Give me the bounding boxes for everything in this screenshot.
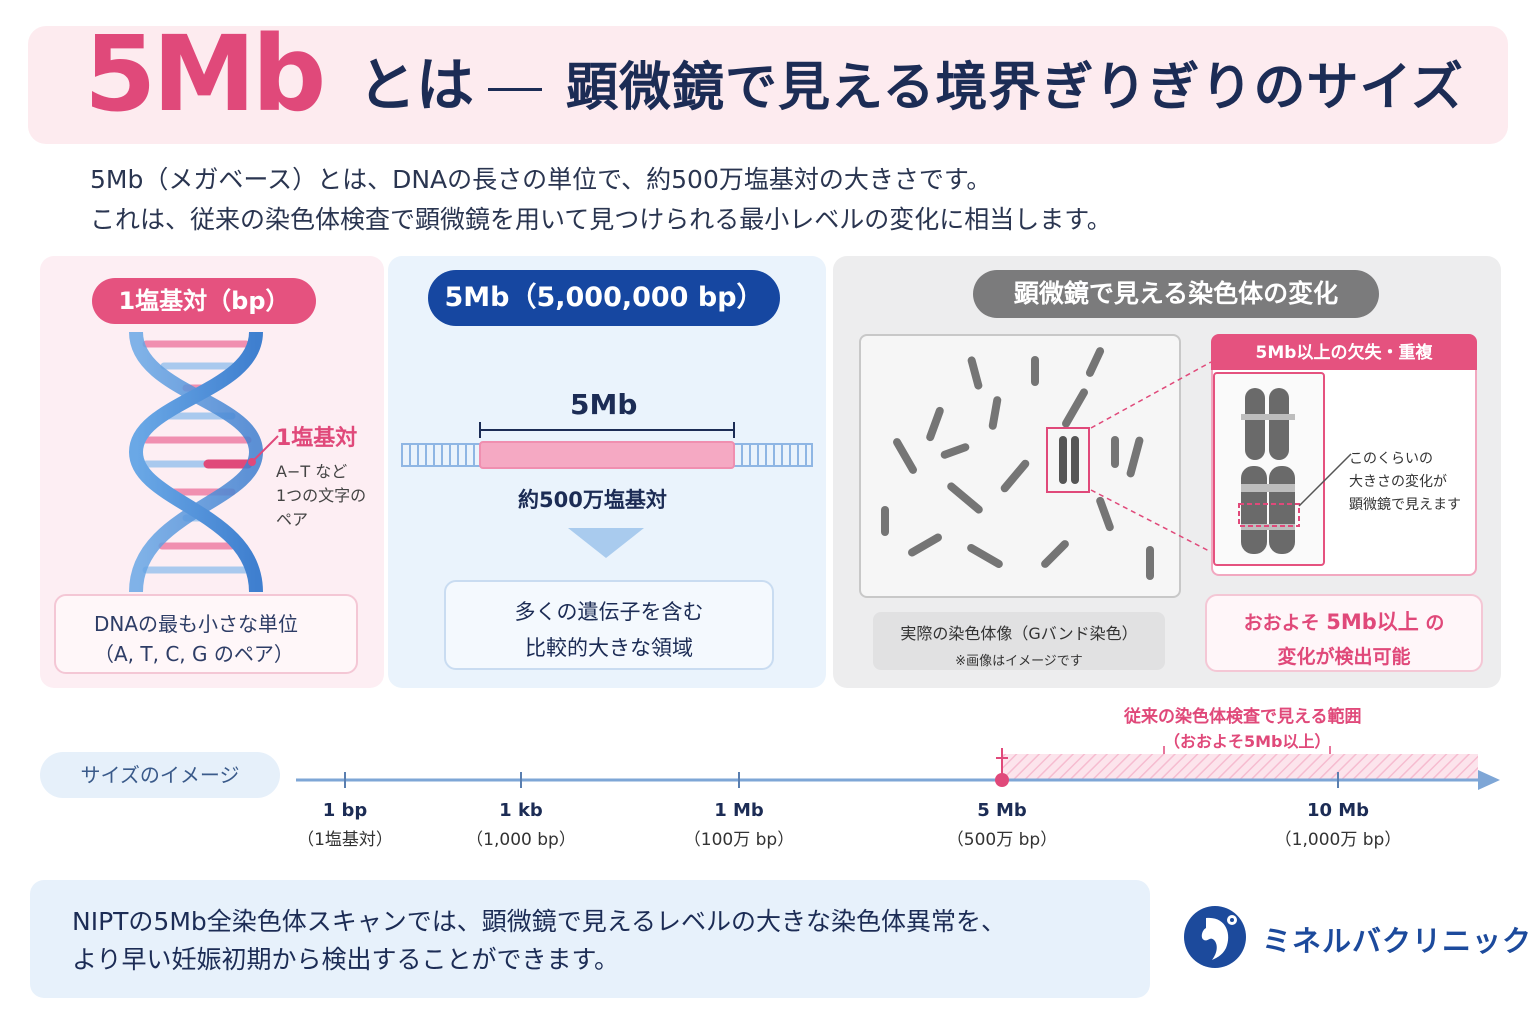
zoom-connector — [1090, 361, 1212, 553]
panel-microscope: 顕微鏡で見える染色体の変化 — [833, 256, 1501, 688]
karyotype-caption: 実際の染色体像（Gバンド染色） ※画像はイメージです — [873, 612, 1165, 670]
tick-1kb-sub: （1,000 bp） — [466, 830, 576, 850]
zoom-note-1: このくらいの — [1349, 451, 1433, 467]
clinic-logo-text: ミネルバクリニック — [1262, 924, 1533, 958]
base-pair-pill: 1塩基対（bp） — [92, 278, 316, 324]
zoom-note: このくらいの 大きさの変化が 顕微鏡で見えます — [1349, 448, 1461, 517]
tick-5mb: 5 Mb （500万 bp） — [922, 800, 1082, 850]
five-mb-box: 多くの遺伝子を含む 比較的大きな領域 — [444, 580, 774, 670]
tick-10mb: 10 Mb （1,000万 bp） — [1258, 800, 1418, 850]
intro-line-2: これは、従来の染色体検査で顕微鏡を用いて見つけられる最小レベルの変化に相当します… — [90, 205, 1112, 234]
base-pair-desc-2: 1つの文字の — [276, 486, 367, 505]
base-pair-desc-3: ペア — [276, 510, 309, 529]
panel-base-pair: 1塩基対（bp） 1塩基対 A−T など — [40, 256, 384, 688]
tick-10mb-label: 10 Mb — [1306, 800, 1370, 821]
footer-line-2: より早い妊娠初期から検出することができます。 — [72, 945, 620, 974]
detection-box: おおよそ 5Mb以上 の 変化が検出可能 — [1205, 594, 1483, 672]
title-dash — [488, 88, 542, 91]
zoom-note-2: 大きさの変化が — [1349, 474, 1447, 490]
tick-10mb-sub: （1,000万 bp） — [1274, 830, 1402, 850]
tick-1kb-label: 1 kb — [499, 800, 543, 821]
five-mb-pill: 5Mb（5,000,000 bp） — [428, 270, 780, 326]
title-banner — [28, 26, 1508, 144]
footer-note: NIPTの5Mb全染色体スキャンでは、顕微鏡で見えるレベルの大きな染色体異常を、… — [30, 880, 1150, 998]
five-mb-box-line-1: 多くの遺伝子を含む — [514, 600, 704, 624]
zoom-note-3: 顕微鏡で見えます — [1349, 497, 1461, 513]
tick-1mb-label: 1 Mb — [714, 800, 764, 821]
range-sub: （おおよそ5Mb以上） — [1164, 732, 1331, 751]
down-arrow-icon — [568, 528, 644, 558]
note-pointer — [1298, 453, 1352, 507]
microscope-pill: 顕微鏡で見える染色体の変化 — [973, 270, 1379, 318]
tick-1bp-sub: （1塩基対） — [297, 830, 393, 850]
base-pair-label: 1塩基対 — [276, 426, 358, 451]
base-pair-desc: A−T など 1つの文字の ペア — [276, 460, 366, 532]
base-pair-box-line-1: DNAの最も小さな単位 — [94, 612, 299, 636]
five-mb-bar — [401, 422, 813, 469]
detection-pre: おおよそ — [1243, 612, 1327, 634]
page-title-toha: とは — [358, 51, 475, 119]
five-mb-box-line-2: 比較的大きな領域 — [525, 636, 693, 660]
detection-highlight: 5Mb以上 — [1326, 610, 1419, 634]
intro-line-1: 5Mb（メガベース）とは、DNAの長さの単位で、約500万塩基対の大きさです。 — [90, 165, 992, 194]
detection-line-2: 変化が検出可能 — [1277, 646, 1411, 668]
base-pair-desc-1: A−T など — [276, 462, 348, 481]
range-label: 従来の染色体検査で見える範囲 — [1124, 707, 1362, 727]
five-mb-scale-label: 5Mb — [570, 388, 638, 421]
clinic-logo-icon — [1184, 906, 1246, 968]
tick-1mb: 1 Mb （100万 bp） — [659, 800, 819, 850]
karyotype-caption-2: ※画像はイメージです — [955, 654, 1083, 669]
tick-1kb: 1 kb （1,000 bp） — [441, 800, 601, 850]
page-subtitle: 顕微鏡で見える境界ぎりぎりのサイズ — [566, 58, 1464, 118]
chromosome-icon — [1238, 388, 1300, 554]
zoom-box: このくらいの 大きさの変化が 顕微鏡で見えます — [1211, 370, 1477, 576]
tick-5mb-label: 5 Mb — [977, 800, 1027, 821]
page-title-5mb: 5Mb — [84, 13, 326, 135]
chromosome-spread-icon — [881, 347, 1154, 580]
detection-line-1: おおよそ 5Mb以上 の — [1207, 606, 1481, 636]
size-axis — [296, 746, 1500, 790]
five-mb-approx: 約500万塩基対 — [518, 488, 667, 512]
zoomed-chromosome — [1213, 372, 1325, 566]
base-pair-box: DNAの最も小さな単位 （A, T, C, G のペア） — [54, 594, 358, 674]
tick-1bp: 1 bp （1塩基対） — [265, 800, 425, 850]
dna-helix-icon — [128, 332, 279, 592]
detection-post: の — [1418, 612, 1445, 634]
zoom-header: 5Mb以上の欠失・重複 — [1211, 334, 1477, 372]
size-scale-pill: サイズのイメージ — [40, 752, 280, 798]
tick-5mb-sub: （500万 bp） — [946, 830, 1058, 850]
karyotype-caption-1: 実際の染色体像（Gバンド染色） — [900, 624, 1138, 643]
panel-5mb: 5Mb（5,000,000 bp） 5Mb 約500万塩基対 多くの遺伝子を含む… — [388, 256, 826, 688]
karyotype-image — [859, 334, 1181, 598]
tick-1mb-sub: （100万 bp） — [683, 830, 795, 850]
tick-1bp-label: 1 bp — [322, 800, 368, 821]
footer-line-1: NIPTの5Mb全染色体スキャンでは、顕微鏡で見えるレベルの大きな染色体異常を、 — [72, 907, 1007, 936]
base-pair-box-line-2: （A, T, C, G のペア） — [94, 642, 294, 666]
